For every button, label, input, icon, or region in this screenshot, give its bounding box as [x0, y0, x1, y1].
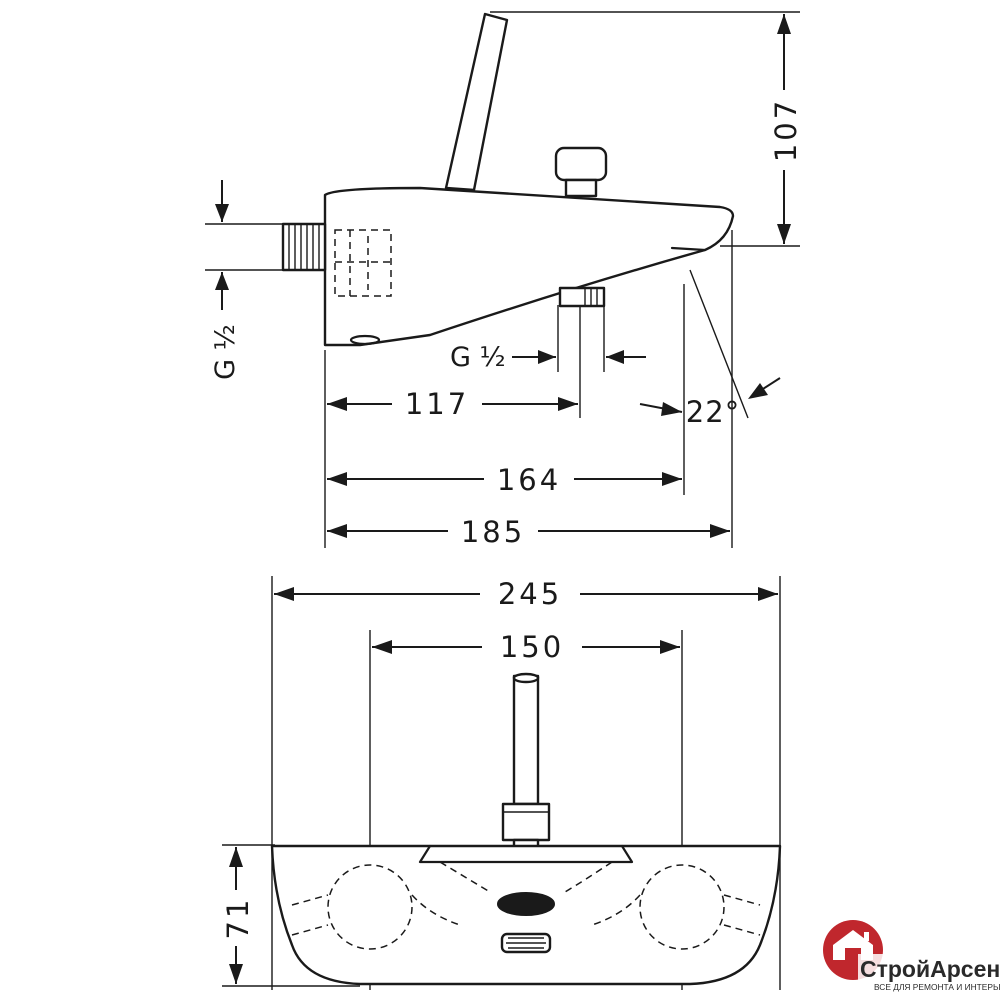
mixer-body — [323, 186, 735, 347]
outlet-thread-front — [500, 932, 552, 954]
dim-164: 164 — [327, 460, 682, 497]
dim-150: 150 — [372, 628, 680, 666]
dim-angle-label: 22° — [686, 395, 740, 429]
wall-thread — [281, 222, 327, 272]
lever-handle — [436, 12, 509, 194]
brand-logo: СтройАрсенал ВСЕ ДЛЯ РЕМОНТА И ИНТЕРЬЕРА — [823, 920, 1000, 994]
outlet-slot — [497, 892, 555, 916]
lever-front — [501, 672, 551, 856]
dim-164-label: 164 — [497, 463, 561, 497]
dim-245-label: 245 — [498, 577, 562, 611]
dim-71-label: 71 — [221, 897, 255, 940]
dim-71: 71 — [220, 847, 255, 984]
dim-wall-thread-label: G ½ — [210, 324, 241, 380]
dim-150-label: 150 — [500, 630, 564, 664]
dim-185: 185 — [327, 512, 730, 549]
dim-117: 117 — [327, 386, 578, 422]
diverter-knob — [554, 146, 608, 198]
front-view: 245 150 71 — [220, 575, 782, 990]
dim-angle: 22° — [639, 377, 781, 429]
dim-wall-thread: G ½ — [210, 180, 241, 380]
hidden-cartridge — [334, 229, 392, 297]
side-view: 107 G ½ G ½ 117 — [205, 11, 803, 549]
hidden-valves — [291, 861, 761, 950]
dim-245: 245 — [274, 575, 778, 613]
svg-text:СтройАрсенал: СтройАрсенал — [860, 956, 1000, 982]
dim-117-label: 117 — [405, 387, 469, 421]
dim-185-label: 185 — [461, 515, 525, 549]
dim-outlet-thread: G ½ — [450, 342, 646, 373]
dim-outlet-thread-label: G ½ — [450, 342, 506, 373]
svg-text:ВСЕ ДЛЯ РЕМОНТА И ИНТЕРЬЕРА: ВСЕ ДЛЯ РЕМОНТА И ИНТЕРЬЕРА — [874, 982, 1000, 992]
dim-107-label: 107 — [769, 98, 803, 162]
dim-107: 107 — [769, 14, 803, 244]
outlet-thread — [558, 286, 606, 308]
